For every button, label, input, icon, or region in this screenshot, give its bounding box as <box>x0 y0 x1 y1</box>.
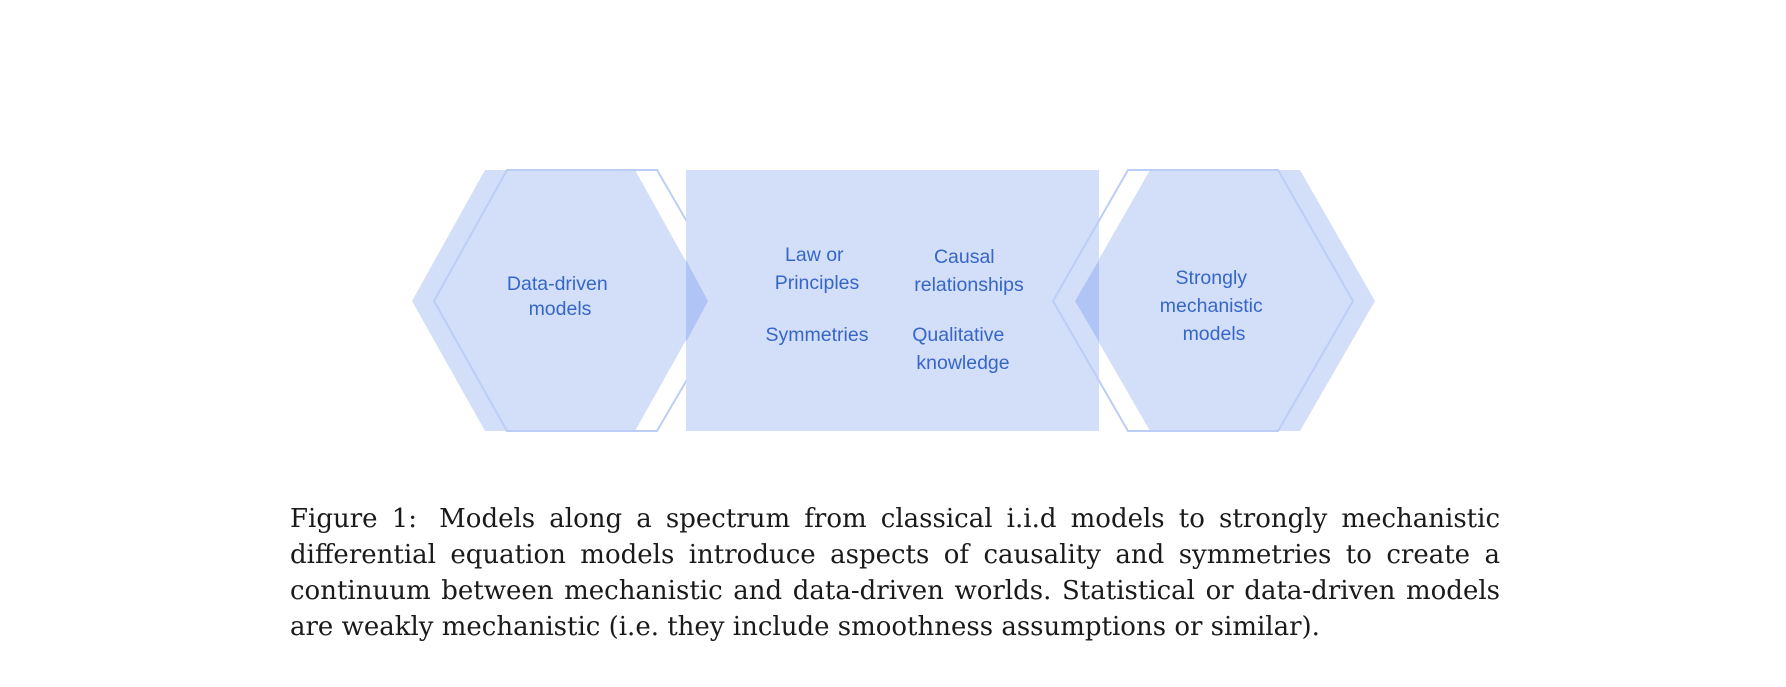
left-hexagon <box>412 170 708 431</box>
right-node-line-2: mechanistic <box>1160 295 1263 317</box>
right-node-label: Strongly mechanistic models <box>1160 267 1268 345</box>
right-hexagon <box>1075 170 1375 431</box>
causal-line-2: relationships <box>914 274 1024 296</box>
qualitative-knowledge-label: Qualitative knowledge <box>912 324 1010 374</box>
right-node-line-1: Strongly <box>1176 267 1248 289</box>
symmetries-line-1: Symmetries <box>766 324 869 346</box>
left-overlap-wedge <box>686 260 708 342</box>
left-node-line-1: Data-driven <box>507 273 608 295</box>
qualitative-line-1: Qualitative <box>912 324 1004 346</box>
left-node-label: Data-driven models <box>507 273 613 320</box>
middle-box <box>686 170 1099 431</box>
caption-text: Models along a spectrum from classical i… <box>290 504 1501 642</box>
law-line-1: Law or <box>785 244 844 266</box>
right-hexagon-outline <box>1051 169 1355 432</box>
figure-label: Figure 1: <box>290 504 418 534</box>
figure-caption: Figure 1: Models along a spectrum from c… <box>290 501 1500 645</box>
causal-line-1: Causal <box>934 246 995 268</box>
right-overlap-wedge <box>1075 260 1099 342</box>
symmetries-label: Symmetries <box>766 324 869 346</box>
law-or-principles-label: Law or Principles <box>775 244 860 294</box>
law-line-2: Principles <box>775 272 860 294</box>
right-node-line-3: models <box>1183 323 1246 345</box>
qualitative-line-2: knowledge <box>916 352 1009 374</box>
left-node-line-2: models <box>529 298 592 320</box>
causal-relationships-label: Causal relationships <box>914 246 1024 296</box>
